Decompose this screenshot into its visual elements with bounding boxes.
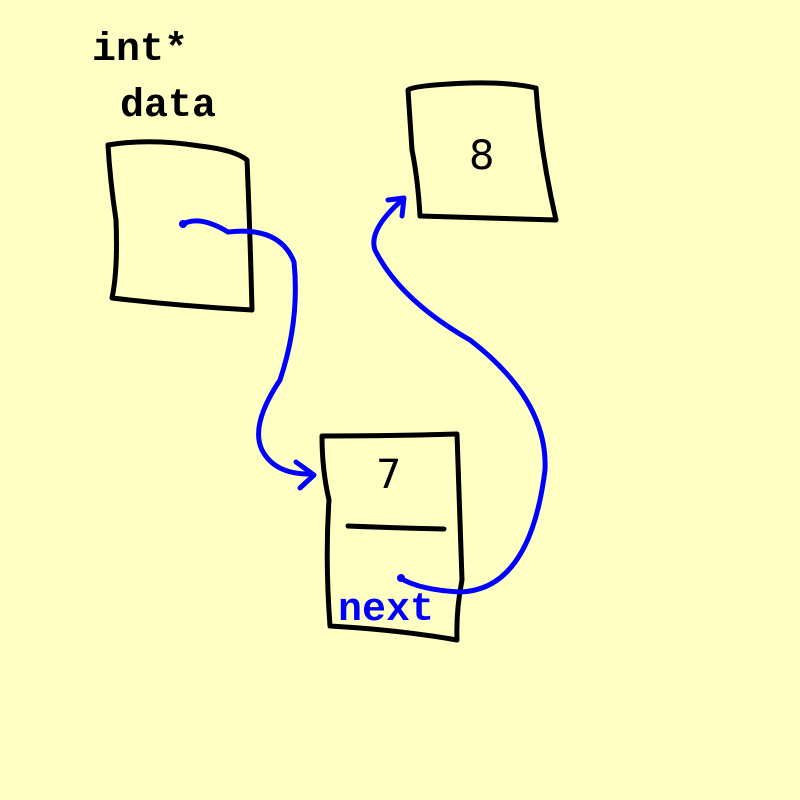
node-7-value: 7: [376, 452, 402, 498]
node-7-box: [319, 431, 465, 643]
data-to-node7-arrow: [180, 218, 315, 477]
node-7-divider: [345, 523, 447, 532]
node-8-value: 8: [469, 133, 495, 179]
next-to-node8-arrow: [371, 197, 548, 595]
node-7-next-label: next: [338, 588, 435, 633]
pointer-name-label: data: [120, 84, 217, 129]
data-pointer-box: [105, 139, 255, 313]
node-8-box: [405, 80, 559, 223]
pointer-type-label: int*: [92, 28, 189, 73]
